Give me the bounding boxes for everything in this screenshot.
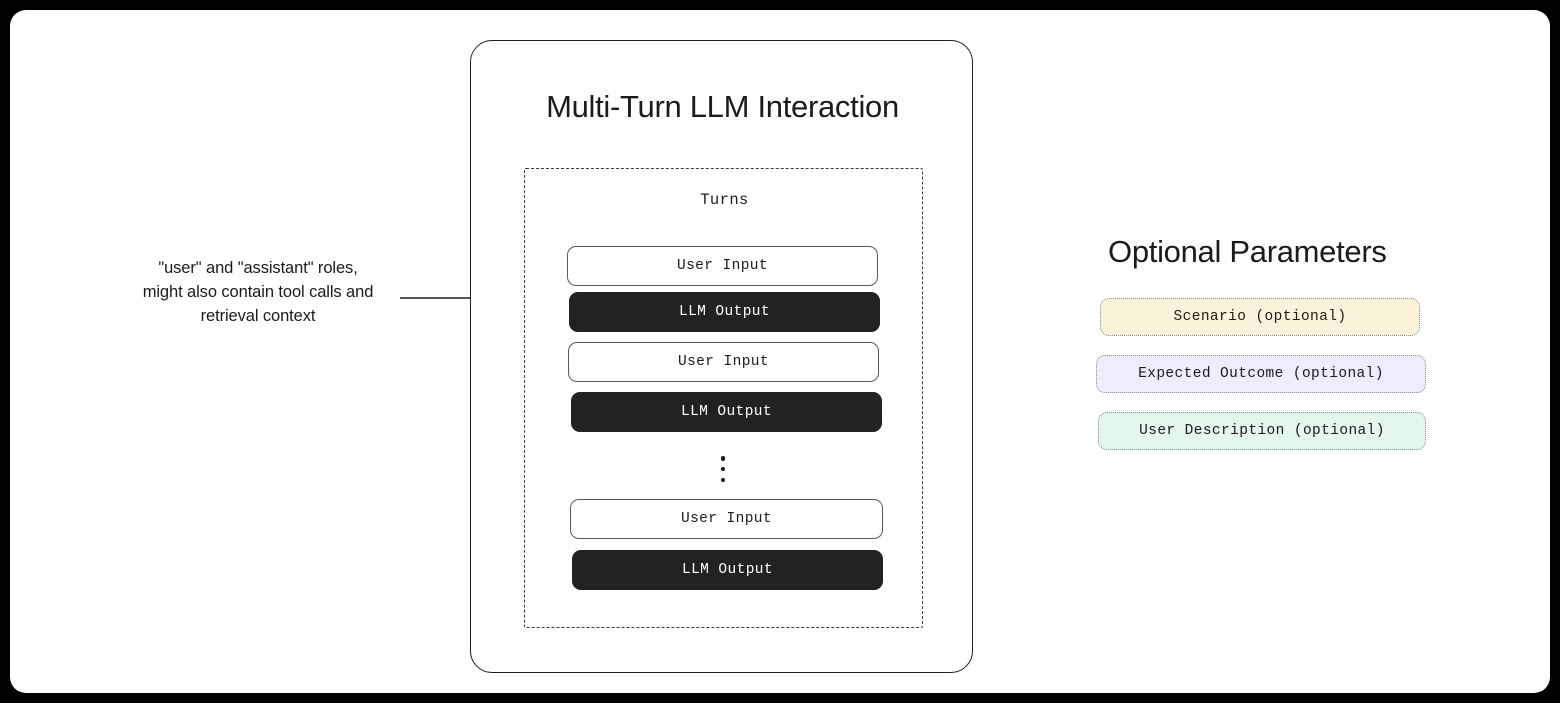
annotation-line-3: retrieval context xyxy=(200,307,316,325)
turn-pill-user-3[interactable]: User Input xyxy=(570,499,883,539)
turn-pill-llm-2[interactable]: LLM Output xyxy=(571,392,882,432)
card-title: Multi-Turn LLM Interaction xyxy=(546,89,899,124)
turn-pill-llm-3[interactable]: LLM Output xyxy=(572,550,883,590)
vertical-ellipsis-icon xyxy=(718,456,728,482)
ellipsis-dot xyxy=(720,477,726,482)
turn-pill-user-1[interactable]: User Input xyxy=(567,246,878,286)
turn-pill-user-2[interactable]: User Input xyxy=(568,342,879,382)
turn-pill-llm-1[interactable]: LLM Output xyxy=(569,292,880,332)
ellipsis-dot xyxy=(720,456,726,461)
turns-container: Turns xyxy=(524,168,923,628)
annotation-line-2: might also contain tool calls and xyxy=(142,283,374,301)
optional-pill-expected-outcome[interactable]: Expected Outcome (optional) xyxy=(1096,355,1426,393)
multi-turn-card: Multi-Turn LLM Interaction Turns User In… xyxy=(470,40,973,673)
optional-pill-user-description[interactable]: User Description (optional) xyxy=(1098,412,1426,450)
ellipsis-dot xyxy=(720,466,726,472)
annotation-text: "user" and "assistant" roles, might also… xyxy=(118,256,398,328)
optional-parameters-title: Optional Parameters xyxy=(1108,234,1387,269)
diagram-canvas: "user" and "assistant" roles, might also… xyxy=(10,10,1550,693)
annotation-line-1: "user" and "assistant" roles, xyxy=(158,259,358,277)
turns-label: Turns xyxy=(700,191,749,209)
optional-pill-scenario[interactable]: Scenario (optional) xyxy=(1100,298,1420,336)
